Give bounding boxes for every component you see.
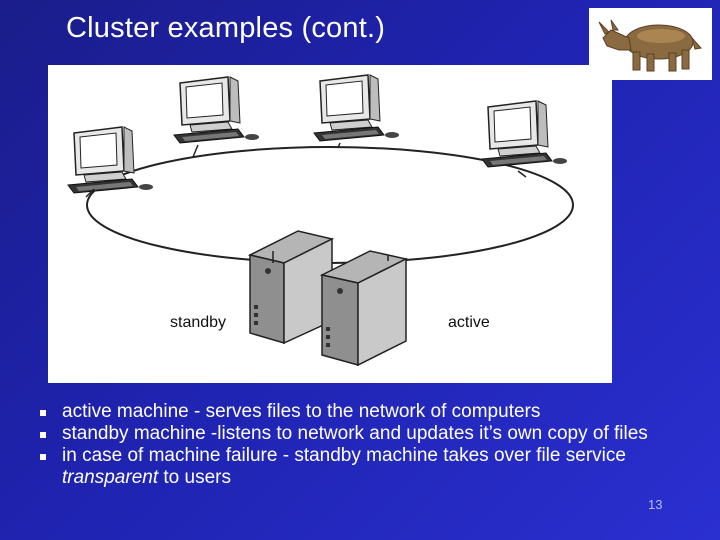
active-label: active [448, 314, 490, 331]
bullet-emphasis: transparent [62, 467, 159, 488]
rhinoceros-logo [589, 8, 712, 80]
server-tower-icon [247, 230, 335, 345]
square-bullet [40, 410, 46, 416]
bullet-item: in case of machine failure - standby mac… [40, 445, 710, 489]
square-bullet [40, 432, 46, 438]
page-number: 13 [648, 497, 663, 512]
bullet-list: active machine - serves files to the net… [40, 401, 710, 489]
bullet-item: standby machine -listens to network and … [40, 423, 710, 445]
bullet-text-part: to users [158, 467, 231, 488]
slide-title: Cluster examples (cont.) [66, 12, 386, 44]
bullet-text-part: in case of machine failure - standby mac… [62, 445, 626, 466]
network-diagram: standby active [48, 65, 612, 383]
square-bullet [40, 454, 46, 460]
bullet-text: standby machine -listens to network and … [62, 423, 648, 444]
server-tower-icon [319, 250, 409, 367]
standby-label: standby [170, 314, 226, 331]
bullet-text: in case of machine failure - standby mac… [62, 445, 626, 488]
bullet-item: active machine - serves files to the net… [40, 401, 710, 423]
bullet-text: active machine - serves files to the net… [62, 401, 541, 422]
